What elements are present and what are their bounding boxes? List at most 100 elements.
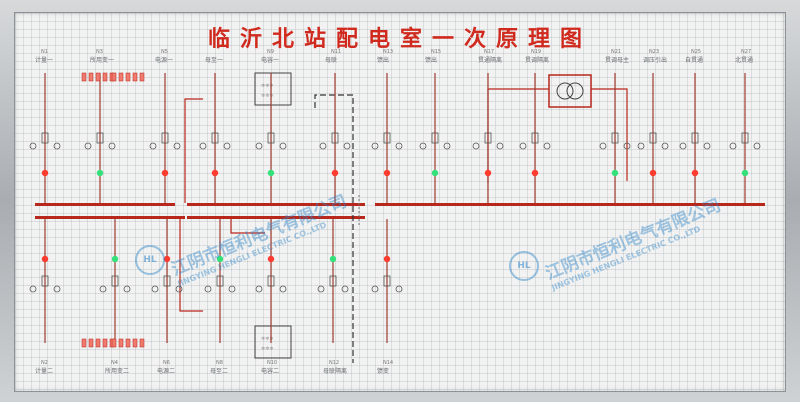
fuse-lamp <box>111 338 117 348</box>
capacitor-box-bottom: ≑≑≑ ≑≑≑ <box>254 325 292 359</box>
feeder-name-label: 电容一 <box>261 56 279 64</box>
meter-symbol <box>661 142 669 150</box>
feeder-id-label: N17 <box>484 49 494 55</box>
fuse-lamp <box>95 338 101 348</box>
bottom-feeder-0 <box>29 219 61 343</box>
feeder-name-label: 北贯通 <box>735 56 753 64</box>
meter-symbol <box>53 285 61 293</box>
indicator-lamp <box>649 169 657 177</box>
feeder-id-label: N1 <box>41 49 48 55</box>
fuse-lamp <box>102 338 108 348</box>
top-feeder-6 <box>371 73 403 203</box>
main-transformer-top <box>548 74 592 108</box>
feeder-id-label: N27 <box>741 49 751 55</box>
feeder-id-label: N21 <box>611 49 621 55</box>
upper-busbar-right <box>375 203 765 206</box>
meter-symbol <box>729 142 737 150</box>
feeder-name-label: 自贯通 <box>685 56 703 64</box>
feeder-id-label: N23 <box>649 49 659 55</box>
meter-symbol <box>317 285 325 293</box>
feeder-name-label: 所用变一 <box>90 56 114 64</box>
meter-symbol <box>279 285 287 293</box>
feeder-id-label: N5 <box>161 49 168 55</box>
top-feeder-12 <box>679 73 711 203</box>
feeder-id-label: N13 <box>383 49 393 55</box>
fuse-lamp <box>118 338 124 348</box>
breaker-symbol <box>111 275 119 287</box>
indicator-lamp <box>484 169 492 177</box>
top-feeder-11 <box>637 73 669 203</box>
lower-busbar-left <box>35 216 185 219</box>
meter-symbol <box>149 142 157 150</box>
fuse-lamp <box>95 72 101 82</box>
feeder-id-label: N10 <box>267 360 277 366</box>
top-feeder-0 <box>29 73 61 203</box>
meter-symbol <box>371 142 379 150</box>
meter-symbol <box>679 142 687 150</box>
feeder-id-label: N6 <box>163 360 170 366</box>
feeder-name-label: 馈变 <box>377 367 389 375</box>
svg-text:≑≑≑: ≑≑≑ <box>261 83 274 89</box>
meter-symbol <box>29 142 37 150</box>
feeder-columns <box>29 72 761 348</box>
fuse-lamp <box>111 72 117 82</box>
feeder-name-label: 所用变二 <box>105 367 129 375</box>
feeder-name-label: 调压引出 <box>643 56 667 64</box>
watermark-logo-left: HL <box>135 245 165 275</box>
breaker-symbol <box>383 275 391 287</box>
feeder-link-n21 <box>591 88 628 181</box>
feeder-link-n17-n19 <box>487 88 549 183</box>
feeder-name-label: 母联隔离 <box>323 367 347 375</box>
indicator-lamp <box>611 169 619 177</box>
indicator-lamp <box>691 169 699 177</box>
breaker-symbol <box>611 132 619 144</box>
meter-symbol <box>99 285 107 293</box>
feeder-name-label: 贯调母主 <box>605 56 629 64</box>
breaker-symbol <box>163 275 171 287</box>
top-feeder-labels: N1计量一N3所用变一N5电源一母至一N9电容一N11母联N13馈出N15馈出N… <box>35 49 753 64</box>
meter-symbol <box>703 142 711 150</box>
meter-symbol <box>519 142 527 150</box>
meter-symbol <box>395 285 403 293</box>
fuse-lamp <box>88 338 94 348</box>
meter-symbol <box>443 142 451 150</box>
indicator-lamp <box>329 255 337 263</box>
bottom-feeder-1 <box>99 219 131 343</box>
schematic-panel: 临沂北站配电室一次原理图 ≑≑≑ ≑≑≑ ≑≑≑ <box>14 12 786 392</box>
feeder-id-label: N3 <box>96 49 103 55</box>
watermark-logo-right: HL <box>509 251 539 281</box>
feeder-name-label: 母至二 <box>210 368 228 375</box>
indicator-lamp <box>163 255 171 263</box>
breaker-symbol <box>331 132 339 144</box>
meter-symbol <box>255 285 263 293</box>
feeder-id-label: N14 <box>383 360 393 366</box>
feeder-id-label: N19 <box>531 49 541 55</box>
fuse-lamp <box>139 338 145 348</box>
breaker-symbol <box>161 132 169 144</box>
meter-symbol <box>84 142 92 150</box>
breaker-symbol <box>41 275 49 287</box>
meter-symbol <box>341 285 349 293</box>
breaker-symbol <box>741 132 749 144</box>
indicator-lamp <box>216 255 224 263</box>
meter-symbol <box>496 142 504 150</box>
feeder-name-label: 馈出 <box>425 56 437 64</box>
feeder-link-n6 <box>179 219 203 312</box>
top-feeder-9 <box>519 73 551 203</box>
one-line-diagram: ≑≑≑ ≑≑≑ ≑≑≑ ≑≑≑ N1计量一N3所用变一N5电源一母至一N9电容一… <box>29 49 765 375</box>
indicator-lamp <box>211 169 219 177</box>
meter-symbol <box>29 285 37 293</box>
feeder-name-label: 贯调隔离 <box>525 56 549 64</box>
fuse-lamp <box>102 72 108 82</box>
feeder-id-label: N11 <box>331 49 341 55</box>
feeder-id-label: N25 <box>691 49 701 55</box>
feeder-name-label: 电源一 <box>155 56 173 64</box>
fuse-lamp <box>139 72 145 82</box>
meter-symbol <box>255 142 263 150</box>
breaker-symbol <box>531 132 539 144</box>
indicator-lamp <box>267 255 275 263</box>
meter-symbol <box>371 285 379 293</box>
fuse-lamp <box>81 338 87 348</box>
capacitor-box-top: ≑≑≑ ≑≑≑ <box>254 72 292 106</box>
